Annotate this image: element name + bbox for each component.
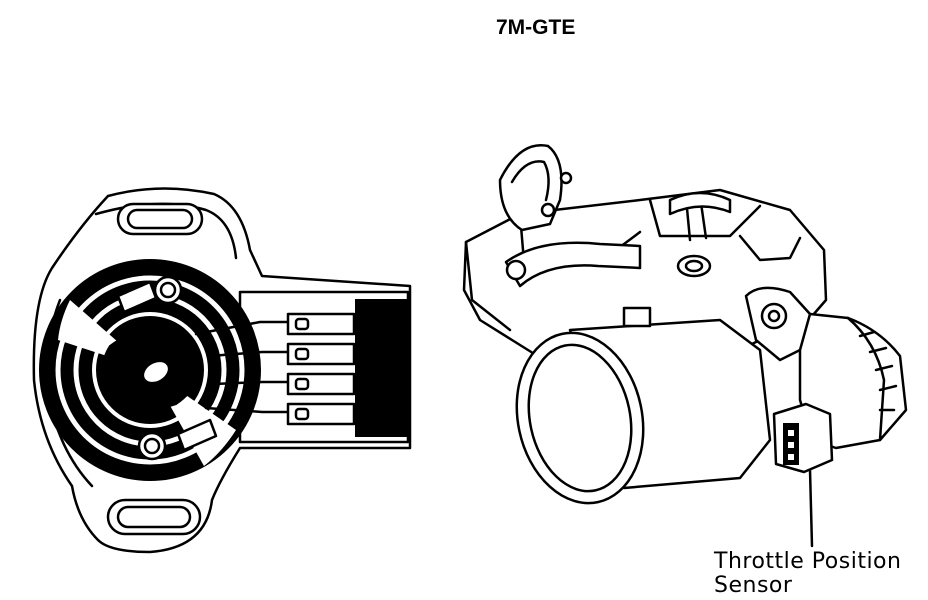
terminal-2 (286, 342, 356, 366)
callout-leader-line (808, 468, 814, 548)
tps-callout-line-1: Throttle Position (714, 549, 902, 574)
rotor-shaft (141, 359, 171, 385)
terminal-3 (286, 372, 356, 396)
lower-contact-bolt (137, 431, 167, 461)
terminal-1 (286, 312, 356, 336)
throttle-cam (498, 143, 563, 232)
tps-callout-label: Throttle Position Sensor (714, 550, 901, 598)
top-mounting-slot (116, 202, 204, 236)
upper-contact-bolt (153, 275, 183, 305)
tps-connector (772, 402, 834, 474)
bore-opening (515, 331, 645, 505)
coolant-pipe (504, 241, 642, 288)
sensor-closeup (32, 187, 412, 554)
diagram-title: 7M-GTE (496, 16, 576, 39)
bottom-mounting-slot (106, 498, 202, 536)
tps-callout-line-2: Sensor (714, 573, 793, 598)
throttle-body (462, 143, 908, 548)
terminal-4 (286, 402, 356, 426)
